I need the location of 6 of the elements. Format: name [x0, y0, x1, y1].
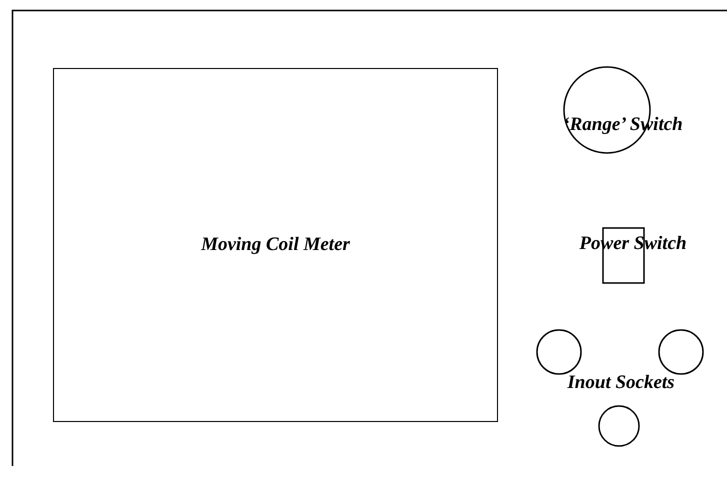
meter-box — [53, 68, 498, 422]
socket-circle — [598, 405, 640, 447]
socket-circle — [658, 329, 704, 375]
socket-circle — [536, 329, 582, 375]
component-label: Moving Coil Meter — [201, 234, 350, 256]
component-label: Inout Sockets — [567, 372, 675, 394]
